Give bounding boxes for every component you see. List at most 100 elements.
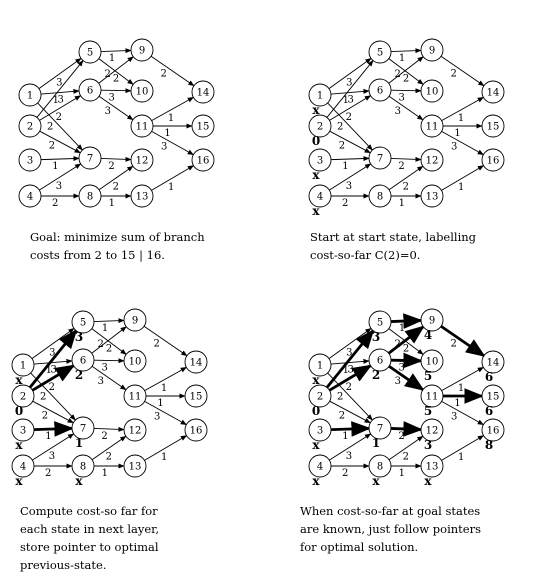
state-label: 16	[197, 156, 210, 167]
edge-11-14	[441, 366, 484, 392]
edge-5-9	[390, 313, 423, 329]
edge-cost-label: 2	[45, 468, 51, 479]
state-label: 1	[317, 361, 323, 372]
edge-cost-label: 1	[161, 452, 167, 463]
edge-cost-label: 3	[347, 94, 353, 105]
edge-1-6	[33, 358, 73, 365]
state-node-10	[130, 79, 154, 103]
state-label: 8	[377, 462, 383, 473]
cost-so-far-mark: x	[312, 474, 320, 488]
edge-cost-label: 1	[454, 128, 460, 139]
edge-cost-label: 1	[399, 468, 405, 479]
state-label: 11	[136, 122, 149, 133]
state-node-14	[481, 80, 505, 104]
edge-11-16	[151, 130, 194, 156]
edge-4-7	[329, 163, 372, 191]
state-label: 15	[190, 392, 203, 403]
edge-cost-label: 1	[342, 161, 348, 172]
edge-cost-label: 1	[157, 398, 163, 409]
edge-6-11	[98, 95, 134, 121]
state-label: 7	[377, 424, 383, 435]
state-node-13	[130, 184, 154, 208]
edge-2-5	[326, 60, 374, 118]
edge-7-12	[100, 156, 132, 162]
edge-cost-label: 2	[49, 141, 55, 152]
cost-so-far-mark: x	[15, 438, 23, 452]
edge-cost-label: 3	[451, 141, 457, 152]
edge-4-7	[329, 433, 372, 461]
state-label: 4	[317, 192, 323, 203]
cost-so-far-mark: 3	[424, 438, 432, 452]
edge-6-11	[91, 365, 127, 391]
edge-cost-label: 3	[346, 181, 352, 192]
state-node-6	[368, 78, 392, 102]
edge-cost-label: 2	[106, 344, 112, 355]
state-label: 14	[487, 358, 500, 369]
state-label: 15	[197, 122, 210, 133]
edge-cost-label: 2	[403, 74, 409, 85]
state-node-16	[184, 418, 208, 442]
caption-goal: Goal: minimize sum of branch costs from …	[30, 230, 205, 262]
edge-4-7	[32, 433, 75, 461]
state-label: 6	[377, 356, 383, 367]
edge-11-14	[144, 366, 187, 392]
edge-cost-label: 1	[46, 365, 52, 376]
state-node-10	[420, 349, 444, 373]
cost-so-far-mark: 6	[485, 370, 493, 384]
caption-compute: Compute cost-so far for each state in ne…	[20, 504, 160, 572]
cost-so-far-mark: 1	[75, 436, 83, 450]
state-label: 8	[80, 462, 86, 473]
cost-so-far-mark: 3	[372, 330, 380, 344]
state-label: 15	[487, 122, 500, 133]
edge-cost-label: 2	[346, 112, 352, 123]
state-node-5	[368, 310, 392, 334]
caption-start: Start at start state, labelling cost-so-…	[310, 230, 477, 262]
state-label: 6	[80, 356, 86, 367]
edge-cost-label: 3	[346, 348, 352, 359]
state-node-13	[420, 184, 444, 208]
state-node-3	[18, 148, 42, 172]
state-node-1	[308, 353, 332, 377]
state-node-11	[130, 114, 154, 138]
edge-2-7	[39, 130, 81, 154]
state-node-12	[420, 148, 444, 172]
edge-cost-label: 2	[153, 338, 159, 349]
edge-2-6	[328, 364, 373, 392]
cost-so-far-mark: 2	[75, 368, 83, 382]
state-node-9	[123, 308, 147, 332]
cost-so-far-mark: 0	[312, 134, 320, 148]
edge-cost-label: 2	[108, 161, 114, 172]
state-label: 5	[80, 318, 86, 329]
edge-cost-label: 1	[458, 452, 464, 463]
edge-cost-label: 3	[109, 92, 115, 103]
edge-8-12	[91, 435, 127, 461]
state-node-9	[420, 308, 444, 332]
state-label: 8	[377, 192, 383, 203]
state-node-7	[71, 416, 95, 440]
state-node-3	[308, 148, 332, 172]
edge-13-16	[441, 435, 485, 461]
edge-cost-label: 2	[342, 198, 348, 209]
cost-so-far-mark: x	[312, 373, 320, 387]
edge-5-10	[91, 328, 127, 355]
edge-cost-label: 3	[399, 362, 405, 373]
state-label: 16	[487, 156, 500, 167]
edge-6-10	[390, 88, 422, 94]
edge-cost-label: 1	[109, 198, 115, 209]
edge-2-5	[28, 329, 78, 389]
edge-cost-label: 3	[395, 106, 401, 117]
state-label: 2	[27, 122, 33, 133]
state-label: 1	[20, 361, 26, 372]
edge-cost-label: 1	[399, 323, 405, 334]
edge-cost-label: 1	[343, 365, 349, 376]
edge-cost-label: 1	[343, 95, 349, 106]
edge-cost-label: 1	[458, 383, 464, 394]
state-node-11	[123, 384, 147, 408]
state-node-2	[18, 114, 42, 138]
state-label: 6	[87, 86, 93, 97]
edge-5-9	[100, 48, 132, 54]
state-node-8	[368, 184, 392, 208]
edge-cost-label: 3	[346, 78, 352, 89]
state-label: 3	[317, 426, 323, 437]
